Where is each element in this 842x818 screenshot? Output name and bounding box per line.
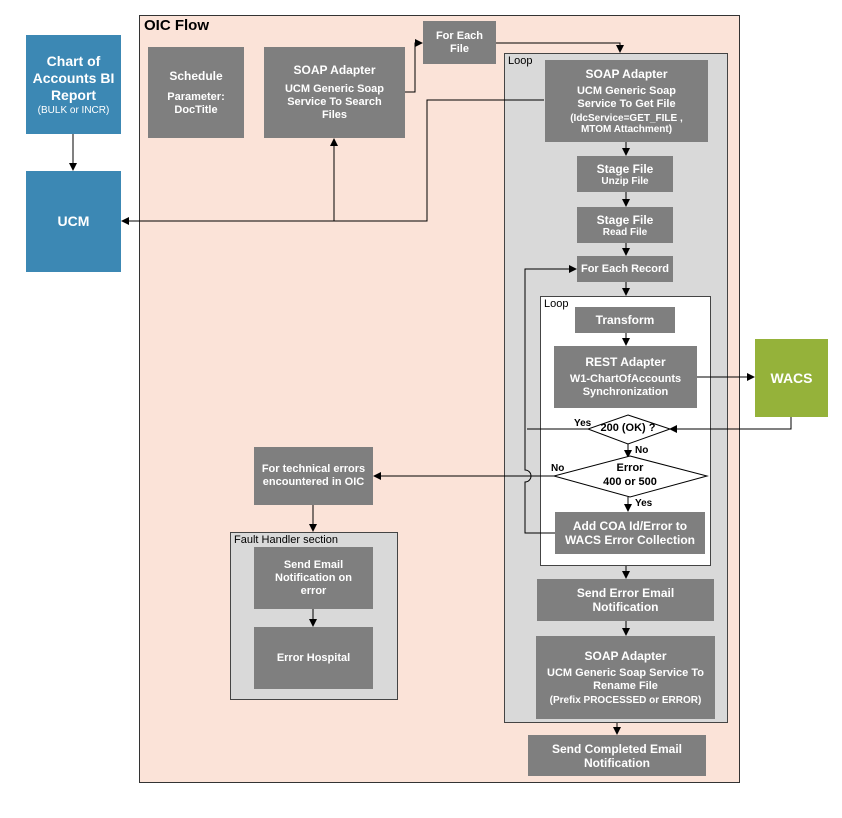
schedule-title: Schedule (169, 68, 223, 83)
soap-rename-sub: UCM Generic Soap Service To Rename File (547, 667, 704, 692)
transform-node: Transform (575, 307, 675, 333)
label-yes-error: Yes (635, 498, 653, 509)
soap-get-sub: UCM Generic Soap Service To Get File (576, 85, 677, 110)
edge-ucm-bus (122, 99, 544, 222)
error-hospital-node: Error Hospital (254, 627, 373, 689)
outer-loop-label: Loop (508, 55, 533, 67)
soap-search-sub: UCM Generic Soap Service To Search Files (284, 83, 385, 121)
edge-soap-to-foreach (405, 39, 423, 93)
label-no-ok: No (635, 445, 649, 456)
stage-read-title: Stage File (596, 212, 654, 227)
fault-send-email-node: Send Email Notification on error (254, 547, 373, 609)
edge-loopback (524, 265, 577, 534)
rest-adapter-title: REST Adapter (585, 355, 666, 369)
tech-errors-node: For technical errors encountered in OIC (254, 447, 373, 505)
inner-loop-label: Loop (544, 298, 569, 310)
error-hospital-title: Error Hospital (276, 651, 351, 664)
stage-unzip-title: Stage File (596, 161, 654, 176)
rest-adapter-node: REST Adapter W1-ChartOfAccounts Synchron… (554, 346, 697, 408)
fault-send-email-title: Send Email Notification on error (275, 558, 352, 597)
decision-error-diamond (552, 455, 709, 498)
wacs-title: WACS (770, 369, 813, 386)
label-yes-ok: Yes (574, 418, 592, 429)
send-error-email-node: Send Error Email Notification (537, 579, 714, 621)
soap-get-detail: (IdcService=GET_FILE , MTOM Attachment) (570, 113, 683, 135)
label-no-error: No (551, 463, 565, 474)
decision-error-line1: Error (616, 462, 644, 474)
edge-wacs-to-decision (669, 417, 792, 433)
soap-rename-node: SOAP Adapter UCM Generic Soap Service To… (536, 636, 715, 719)
bi-report-title: Chart of Accounts BI Report (32, 52, 115, 103)
ucm-title: UCM (57, 213, 90, 229)
soap-search-node: SOAP Adapter UCM Generic Soap Service To… (264, 47, 405, 138)
transform-title: Transform (595, 313, 655, 327)
stage-read-node: Stage File Read File (577, 207, 673, 243)
soap-rename-title: SOAP Adapter (584, 649, 667, 663)
soap-get-node: SOAP Adapter UCM Generic Soap Service To… (545, 60, 708, 142)
decision-ok-text: 200 (OK) ? (600, 422, 656, 434)
decision-ok-diamond (586, 414, 672, 445)
wacs-node: WACS (755, 339, 828, 417)
soap-get-title: SOAP Adapter (585, 67, 668, 81)
soap-search-title: SOAP Adapter (293, 63, 376, 77)
soap-rename-detail: (Prefix PROCESSED or ERROR) (549, 695, 702, 706)
send-error-email-title: Send Error Email Notification (576, 586, 675, 614)
decision-error-line2: 400 or 500 (603, 476, 657, 488)
send-completed-node: Send Completed Email Notification (528, 735, 706, 776)
for-each-record-node: For Each Record (577, 256, 673, 282)
for-each-file-title: For Each File (435, 29, 484, 55)
schedule-node: Schedule Parameter: DocTitle (148, 47, 244, 138)
schedule-param: Parameter: DocTitle (167, 90, 225, 116)
add-coa-title: Add COA Id/Error to WACS Error Collectio… (564, 519, 695, 547)
rest-adapter-sub: W1-ChartOfAccounts Synchronization (569, 373, 682, 398)
stage-read-sub: Read File (602, 226, 648, 238)
for-each-file-node: For Each File (423, 21, 496, 64)
for-each-record-title: For Each Record (580, 262, 670, 275)
fault-handler-label: Fault Handler section (234, 534, 338, 546)
add-coa-node: Add COA Id/Error to WACS Error Collectio… (555, 512, 705, 554)
send-completed-title: Send Completed Email Notification (551, 741, 683, 770)
oic-flow-title: OIC Flow (144, 17, 209, 34)
bi-report-node: Chart of Accounts BI Report (BULK or INC… (26, 35, 121, 134)
stage-unzip-node: Stage File Unzip File (577, 156, 673, 192)
edge-foreach-to-loop (496, 42, 624, 53)
stage-unzip-sub: Unzip File (601, 175, 649, 187)
ucm-node: UCM (26, 171, 121, 272)
bi-report-sub: (BULK or INCR) (37, 104, 110, 116)
tech-errors-title: For technical errors encountered in OIC (261, 463, 366, 488)
